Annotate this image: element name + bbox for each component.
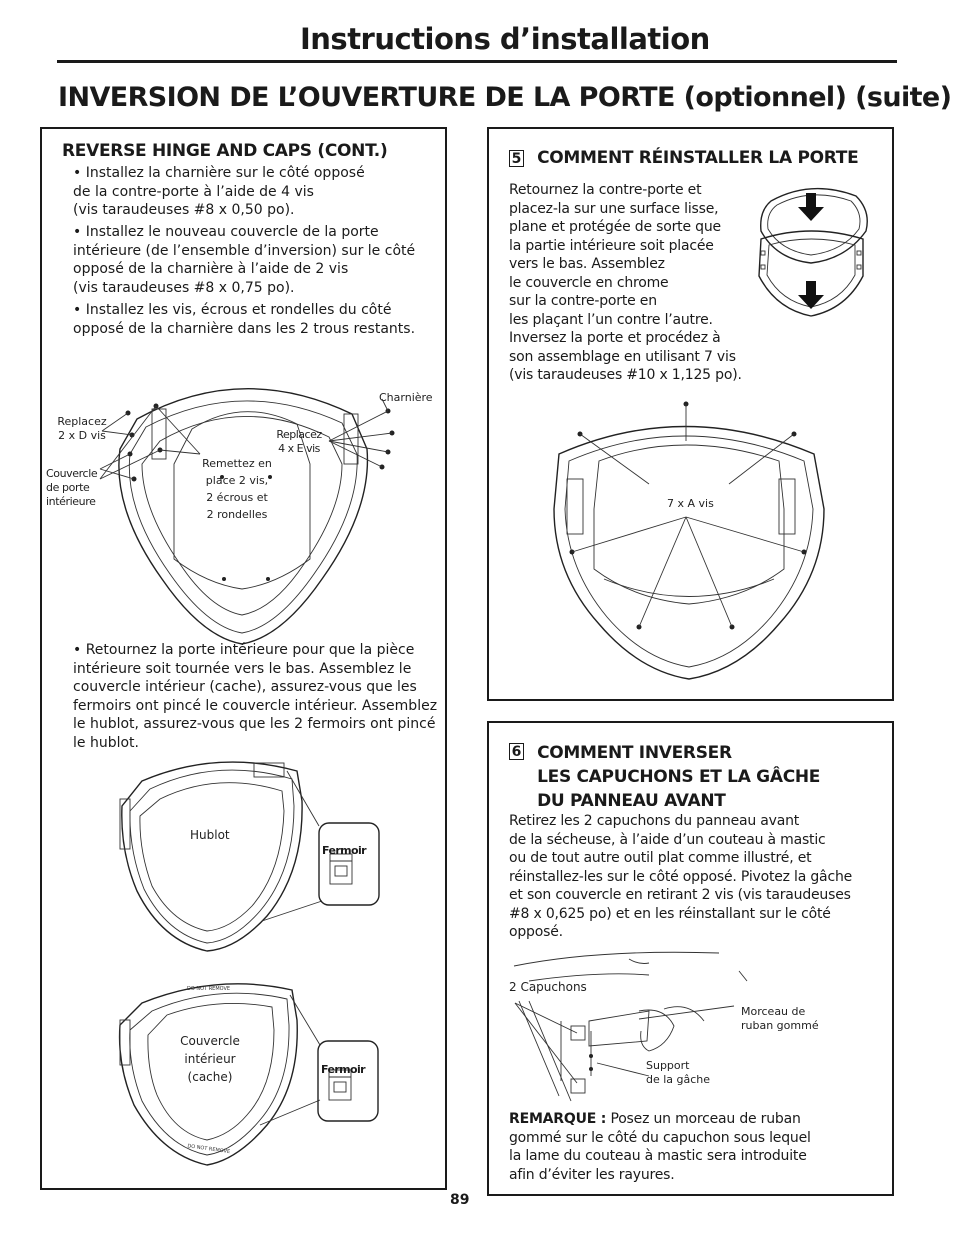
step5-panel: 5 COMMENT RÉINSTALLER LA PORTE Retournez… xyxy=(487,127,894,701)
note-text: Posez un morceau de ruban gommé sur le c… xyxy=(509,1111,811,1183)
step5-heading: COMMENT RÉINSTALLER LA PORTE xyxy=(537,148,859,168)
figure-inner-door-hinge xyxy=(99,388,395,645)
label-2-caps: 2 Capuchons xyxy=(509,980,587,994)
label-tape: Morceau de ruban gommé xyxy=(741,1005,819,1032)
label-inner-door-cover: Couvercle de porte intérieure xyxy=(46,467,98,508)
label-clip-2: Fermoir xyxy=(321,1063,366,1076)
step5-text: Retournez la contre-porte et placez-la s… xyxy=(509,182,742,383)
figure-chrome-assembly xyxy=(758,187,868,317)
label-7-screws: 7 x A vis xyxy=(667,497,714,510)
figure-door-assembly xyxy=(553,401,825,680)
label-hinge: Charnière xyxy=(379,391,433,404)
label-clip-1: Fermoir xyxy=(322,844,367,857)
label-replace-d-screws: Replacez 2 x D vis xyxy=(57,415,107,442)
label-reinstall-screws: Remettez en place 2 vis, 2 écrous et 2 r… xyxy=(202,457,272,521)
step6-panel: 6 COMMENT INVERSER LES CAPUCHONS ET LA G… xyxy=(487,721,894,1196)
step6-text: Retirez les 2 capuchons du panneau avant… xyxy=(509,813,853,940)
stamp-bottom: DO NOT REMOVE xyxy=(187,1143,230,1155)
label-window: Hublot xyxy=(190,828,230,842)
bullet-install-screws: • Installez les vis, écrous et rondelles… xyxy=(73,302,416,337)
left-panel: REVERSE HINGE AND CAPS (CONT.) • Install… xyxy=(40,127,447,1190)
left-heading: REVERSE HINGE AND CAPS (CONT.) xyxy=(62,141,388,161)
figure-inner-cover: DO NOT REMOVE DO NOT REMOVE xyxy=(118,983,379,1166)
figure-front-panel xyxy=(513,951,748,1102)
label-inner-cover: Couvercle intérieur (cache) xyxy=(180,1034,240,1084)
header-rule xyxy=(57,60,897,63)
step5-number: 5 xyxy=(509,150,524,167)
stamp-top: DO NOT REMOVE xyxy=(187,986,230,992)
bullet-install-cover: • Installez le nouveau couvercle de la p… xyxy=(73,224,416,296)
figure-door-window xyxy=(119,761,380,952)
label-strike: Support de la gâche xyxy=(646,1059,711,1086)
bullet-flip-inner-door: • Retournez la porte intérieure pour que… xyxy=(73,642,438,751)
step6-note: REMARQUE : Posez un morceau de ruban gom… xyxy=(509,1110,889,1184)
label-replace-e-screws: Replacez 4 x E vis xyxy=(276,428,322,455)
page-header-title: Instructions d’installation xyxy=(300,22,710,56)
step6-heading: COMMENT INVERSER LES CAPUCHONS ET LA GÂC… xyxy=(537,743,821,811)
section-title: INVERSION DE L’OUVERTURE DE LA PORTE (op… xyxy=(58,82,952,113)
bullet-install-hinge: • Installez la charnière sur le côté opp… xyxy=(73,165,365,218)
note-label: REMARQUE : xyxy=(509,1111,607,1127)
page-number: 89 xyxy=(450,1192,470,1208)
step6-number: 6 xyxy=(509,743,524,760)
